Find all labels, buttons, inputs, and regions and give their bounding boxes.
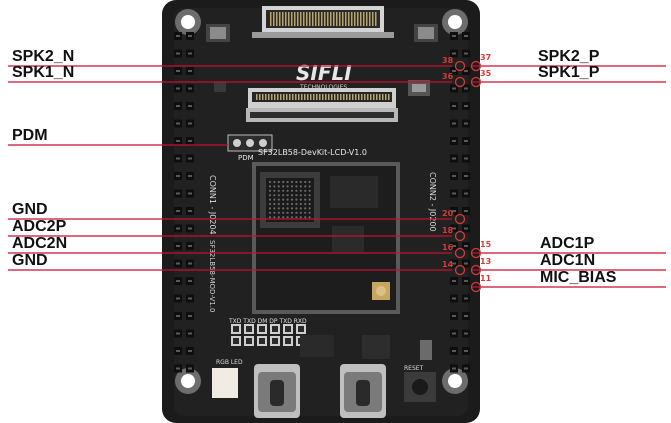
svg-text:RESET: RESET — [404, 365, 424, 372]
pin-marker-icon — [454, 60, 466, 72]
pin-marker-icon — [470, 247, 482, 259]
pin-number: 35 — [480, 69, 492, 78]
pin-label-right: SPK2_P — [538, 48, 600, 65]
svg-text:SF32LB58-MOD-V1.0: SF32LB58-MOD-V1.0 — [208, 240, 216, 313]
pin-marker-icon — [470, 281, 482, 293]
pin-label-left: SPK2_N — [12, 48, 75, 65]
pin-label-left: SPK1_N — [12, 64, 75, 81]
pin-callouts: 38 36 20 18 16 14 37 35 15 13 11 — [8, 53, 666, 293]
pin-number: 20 — [442, 209, 454, 218]
pin-number: 15 — [480, 240, 492, 249]
key2-button[interactable] — [210, 27, 226, 39]
pin-label-left: GND — [12, 252, 48, 269]
pin-label-right: SPK1_P — [538, 64, 600, 81]
board-title-silk: SF32LB58-DevKit-LCD-V1.0 — [258, 148, 367, 157]
pin-marker-icon — [470, 76, 482, 88]
pin-marker-icon — [454, 76, 466, 88]
svg-text:PDM: PDM — [238, 154, 254, 162]
pin-marker-icon — [470, 60, 482, 72]
pin-label-left: ADC2N — [12, 235, 68, 252]
pin-number: 36 — [442, 72, 454, 81]
left-pin-header — [174, 32, 194, 373]
svg-text:TECHNOLOGIES: TECHNOLOGIES — [299, 84, 347, 91]
pin-marker-icon — [454, 230, 466, 242]
pin-label-right: ADC1N — [540, 252, 596, 269]
pin-number: 37 — [480, 53, 491, 62]
right-pin-header — [450, 32, 470, 373]
pin-number: 18 — [442, 226, 454, 235]
pin-marker-icon — [454, 264, 466, 276]
pin-label-right: ADC1P — [540, 235, 595, 252]
key1-button[interactable] — [418, 27, 434, 39]
pin-number: 16 — [442, 243, 454, 252]
pin-label-right: MIC_BIAS — [540, 269, 617, 286]
pin-number: 38 — [442, 56, 454, 65]
svg-text:RGB LED: RGB LED — [216, 359, 243, 366]
svg-text:CONN1 - J0204: CONN1 - J0204 — [208, 175, 217, 235]
rgb-led — [212, 368, 238, 398]
svg-text:CONN2 - J0200: CONN2 - J0200 — [428, 172, 437, 232]
svg-text:TXD TXD DM DP TXD RXD: TXD TXD DM DP TXD RXD — [228, 318, 307, 325]
pin-marker-icon — [454, 247, 466, 259]
pin-marker-icon — [454, 213, 466, 225]
pin-label-left: ADC2P — [12, 218, 67, 235]
pin-number: 14 — [442, 260, 454, 269]
pin-label-left: PDM — [12, 127, 48, 144]
pin-number: 11 — [480, 274, 492, 283]
pin-number: 13 — [480, 257, 491, 266]
sifli-logo: SIFLI — [296, 61, 352, 85]
pin-marker-icon — [470, 264, 482, 276]
pin-label-left: GND — [12, 201, 48, 218]
